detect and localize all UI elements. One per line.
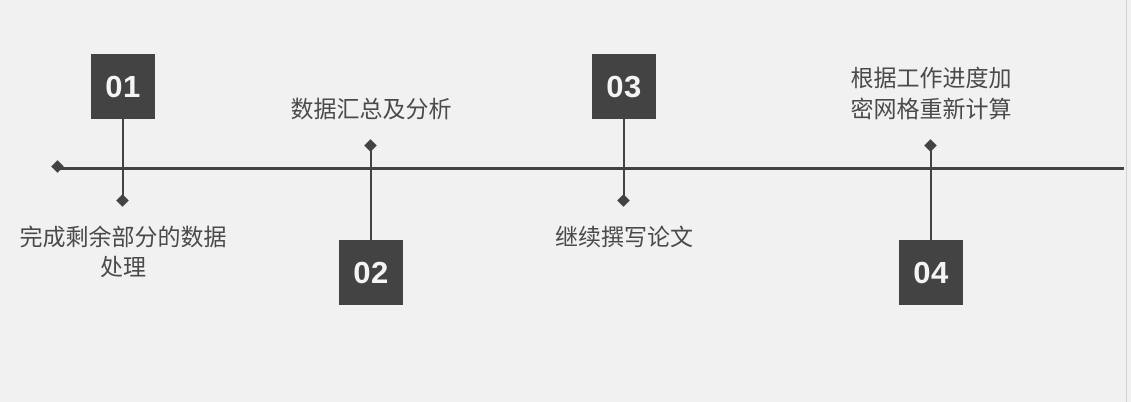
milestone-connector-stem (623, 119, 625, 202)
milestone-diamond-icon (364, 139, 377, 152)
milestone-connector-stem (370, 146, 372, 242)
milestone-caption: 继续撰写论文 (555, 224, 693, 250)
milestone-number-badge: 03 (592, 54, 656, 119)
milestone-diamond-icon (116, 194, 129, 207)
timeline-start-diamond-icon (51, 160, 64, 173)
milestone-connector-stem (930, 146, 932, 242)
milestone-diamond-icon (924, 139, 937, 152)
milestone-connector-stem (122, 119, 124, 202)
milestone-diamond-icon (617, 194, 630, 207)
milestone-number-badge: 04 (899, 240, 963, 305)
milestone-caption: 根据工作进度加 密网格重新计算 (850, 65, 1012, 122)
timeline-axis (58, 167, 1124, 170)
milestone-number-badge: 01 (91, 54, 155, 119)
milestone-number-badge: 02 (339, 240, 403, 305)
milestone-caption: 数据汇总及分析 (290, 95, 452, 122)
milestone-caption: 完成剩余部分的数据 处理 (19, 224, 227, 281)
slide-right-edge (1126, 0, 1127, 402)
